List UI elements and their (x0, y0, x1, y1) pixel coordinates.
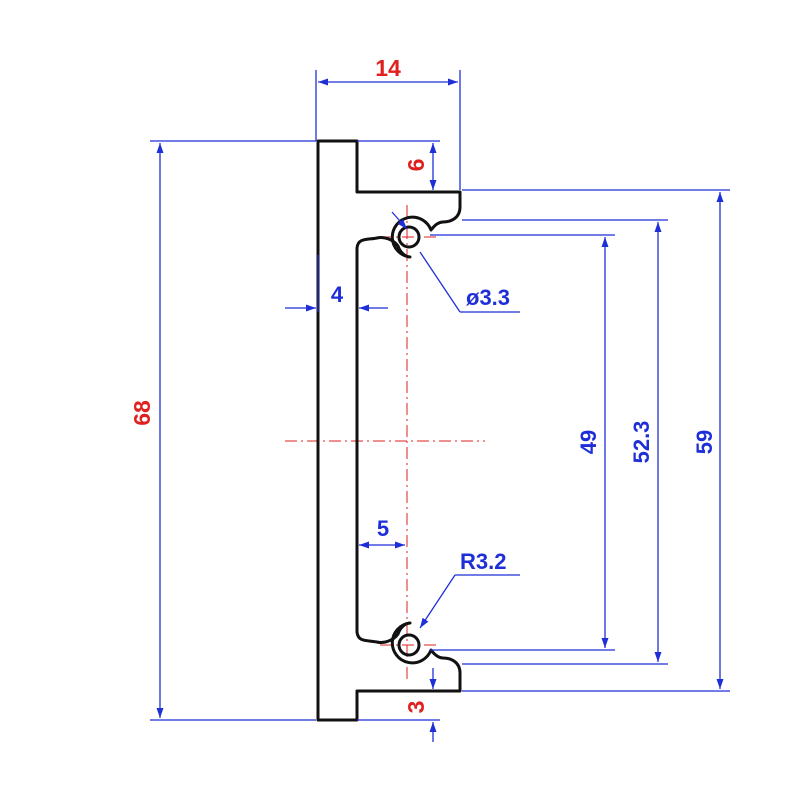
dim-radius-leader (419, 574, 520, 629)
dim-height-total (150, 140, 316, 721)
dim-hole-label: ø3.3 (466, 285, 510, 310)
dim-wall-label: 4 (331, 282, 344, 307)
dim-span-inner-label: 49 (576, 430, 601, 454)
dim-offset-label: 5 (377, 516, 389, 541)
dim-span-outer (462, 189, 730, 692)
dim-span-inner (430, 234, 615, 651)
center-lines (285, 205, 485, 680)
dim-hole-leader (391, 211, 520, 313)
dim-wall (285, 255, 388, 312)
hole-bottom (397, 633, 421, 657)
dim-flange-top (357, 140, 440, 190)
dim-height-total-label: 68 (129, 400, 155, 426)
dim-span-mid-label: 52.3 (629, 421, 654, 464)
dim-span-outer-label: 59 (692, 430, 717, 454)
dim-width-top-label: 14 (375, 55, 401, 81)
dim-span-mid (462, 219, 668, 665)
dim-radius-label: R3.2 (460, 549, 506, 574)
dim-flange-bottom (357, 668, 440, 742)
dim-flange-bottom-label: 3 (403, 701, 429, 714)
profile-outline (316, 139, 462, 722)
dim-width-top (315, 70, 461, 190)
hole-top (397, 225, 421, 249)
dim-flange-top-label: 6 (403, 159, 429, 172)
